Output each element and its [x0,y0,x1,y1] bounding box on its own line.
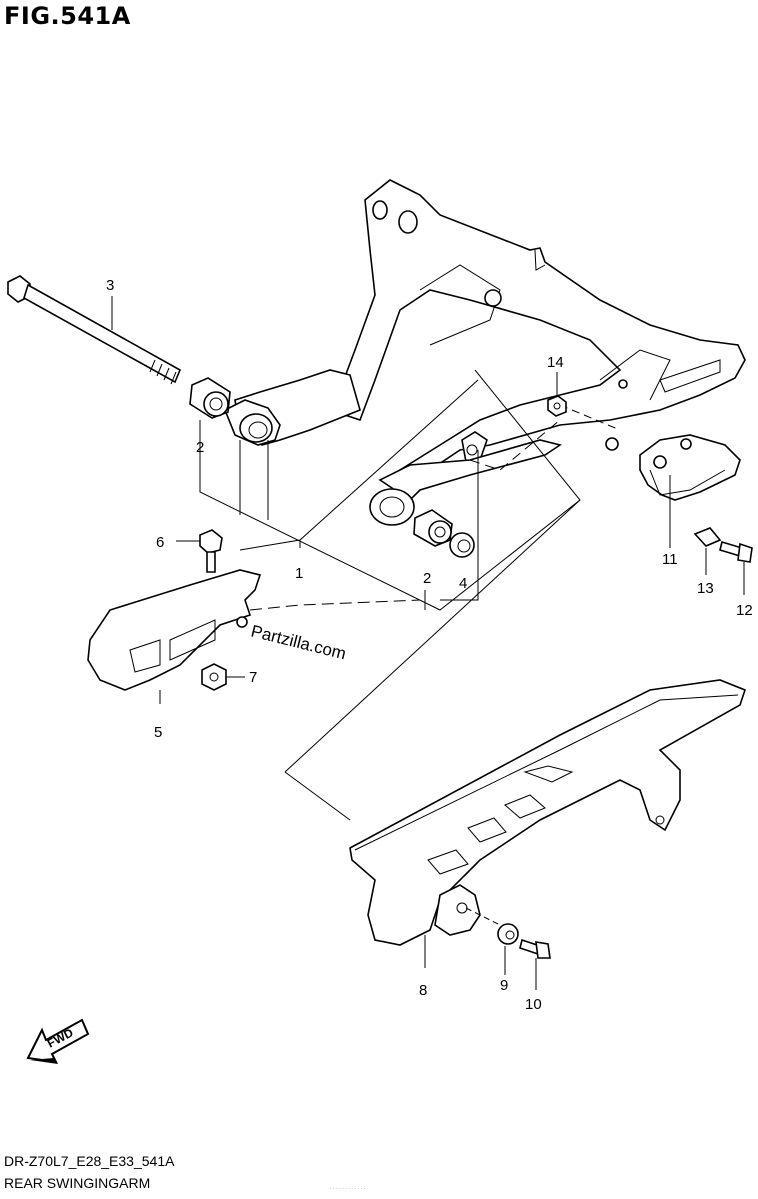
washer-4 [449,532,475,558]
callout-7: 7 [249,669,257,686]
reference-lines [199,369,621,821]
callout-6: 6 [156,534,164,551]
fwd-arrow-icon: FWD [26,1018,90,1064]
washer-9 [497,923,519,975]
chain-case [349,679,746,968]
callout-2-upper: 2 [196,439,204,456]
callout-11: 11 [662,551,678,568]
callout-1: 1 [295,565,303,582]
bushing-lower [413,509,453,547]
watermark: Partzilla.com [249,621,348,663]
chain-guide [87,569,262,691]
figure-name: REAR SWINGINGARM [4,1175,151,1191]
callout-10: 10 [525,996,542,1013]
bolt-12 [719,540,753,595]
callout-13: 13 [697,580,714,597]
footer-fine-print: · · · · · · · · · · · · [330,1186,366,1192]
callout-3: 3 [106,277,114,294]
callout-14: 14 [547,354,564,371]
callout-8: 8 [419,982,427,999]
bolt-10 [519,938,551,990]
figure-title: FIG.541A [4,2,131,30]
callout-12: 12 [736,602,753,619]
callout-5: 5 [154,724,162,741]
bracket-11 [639,434,741,540]
model-code: DR-Z70L7_E28_E33_541A [4,1153,175,1169]
collar-13 [693,527,722,575]
callout-2-lower: 2 [423,570,431,587]
callout-9: 9 [500,977,508,994]
bushing-upper [189,377,231,419]
swingarm [223,179,746,526]
nut-7 [201,663,245,691]
bolt-6 [176,529,223,573]
nut-14 [547,372,567,417]
pivot-bolt [7,275,182,385]
leader-lines [159,420,671,704]
callout-4: 4 [459,575,467,592]
